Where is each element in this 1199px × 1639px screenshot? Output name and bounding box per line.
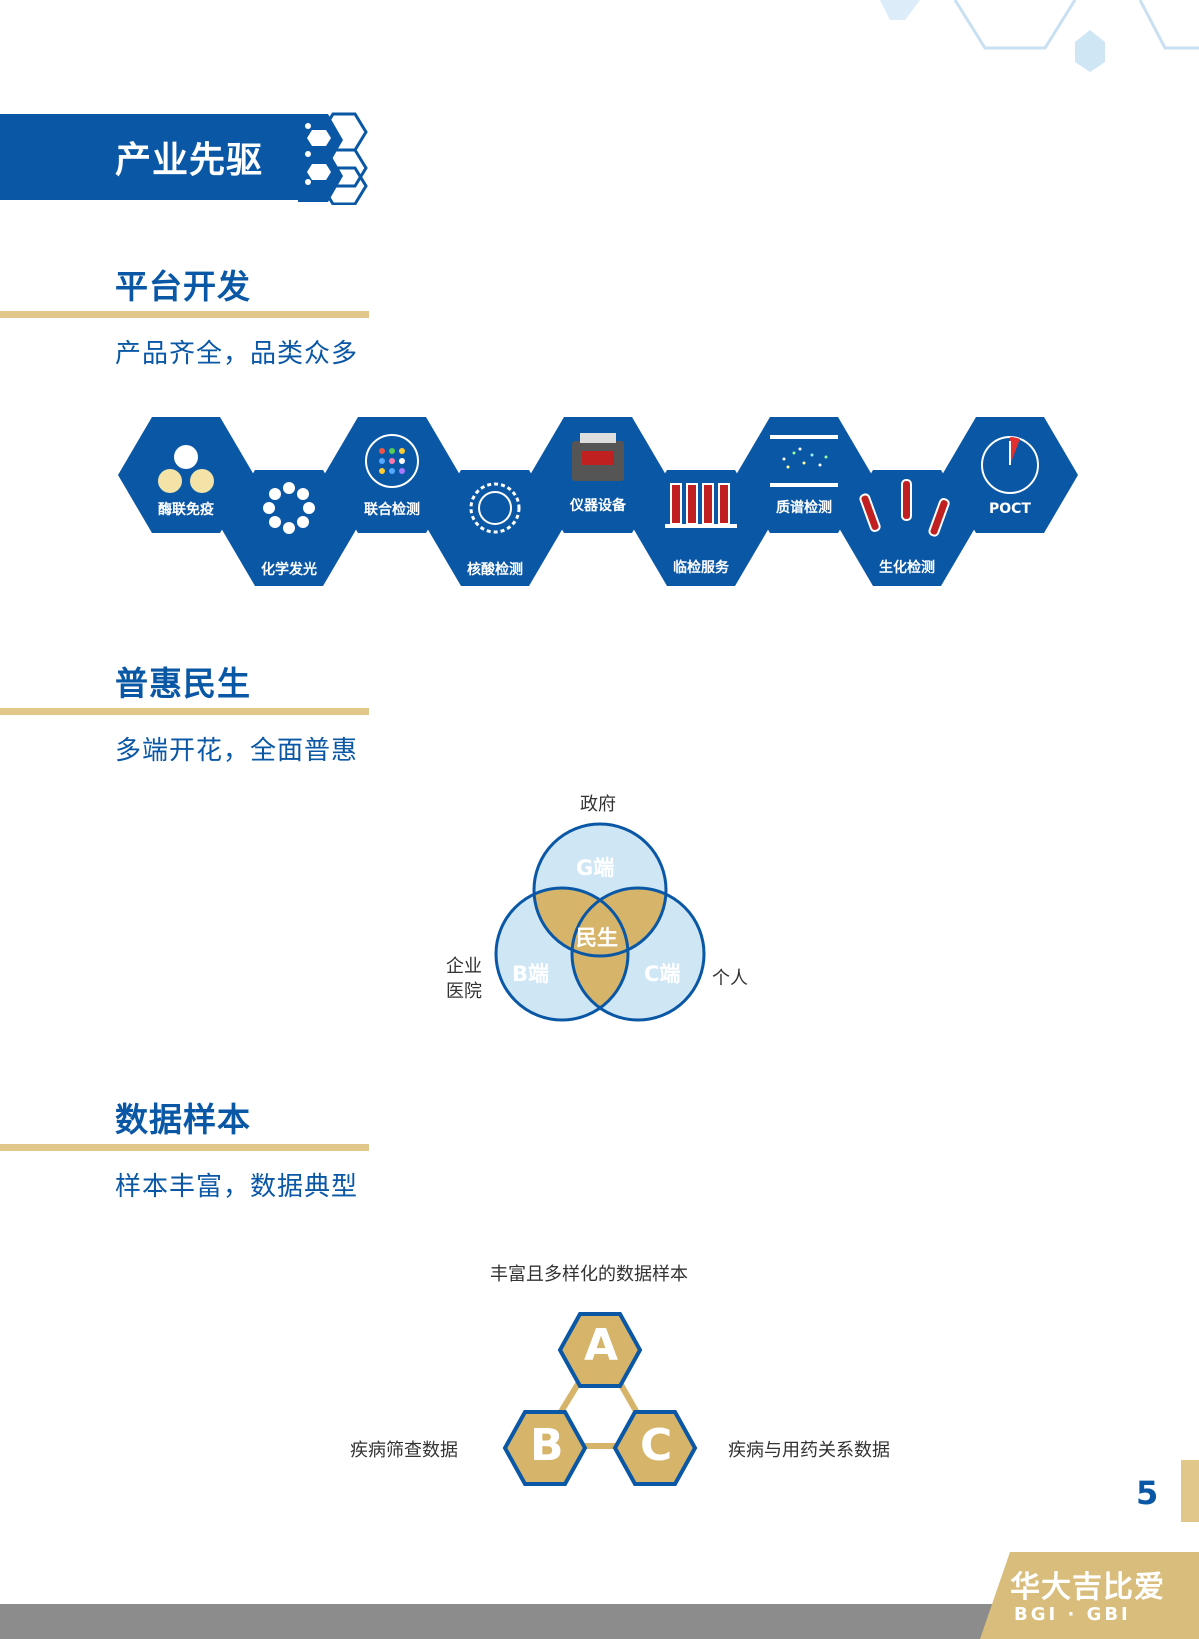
hex-label-combined-test: 联合检测 bbox=[364, 502, 420, 518]
samples-heading: 数据样本 bbox=[115, 1100, 251, 1139]
section-banner-title: 产业先驱 bbox=[115, 140, 264, 181]
product-hexagons bbox=[118, 417, 1078, 586]
platform-divider bbox=[0, 311, 369, 318]
hex-chemiluminescence bbox=[221, 470, 357, 586]
hex-label-instruments: 仪器设备 bbox=[570, 498, 626, 514]
page-number-tab bbox=[1181, 1460, 1199, 1522]
hex-label-poct: POCT bbox=[989, 501, 1031, 517]
hex-label-clinical-services: 临检服务 bbox=[673, 560, 729, 576]
hex-a bbox=[557, 1312, 643, 1388]
venn-g: G端 bbox=[576, 856, 615, 880]
section-banner: 产业先驱 bbox=[0, 114, 298, 200]
left-data-label: 疾病筛查数据 bbox=[350, 1440, 458, 1461]
abc-triangle-diagram bbox=[502, 1312, 698, 1486]
logo-en: BGI · GBI bbox=[1014, 1604, 1131, 1625]
platform-subtitle: 产品齐全，品类众多 bbox=[115, 339, 359, 369]
platform-heading: 平台开发 bbox=[115, 267, 251, 306]
hex-label-biochemical: 生化检测 bbox=[879, 560, 935, 576]
hex-elisa bbox=[118, 417, 254, 533]
welfare-heading: 普惠民生 bbox=[115, 664, 251, 703]
label-b: B bbox=[530, 1420, 564, 1471]
page-number: 5 bbox=[1136, 1474, 1159, 1512]
label-c: C bbox=[640, 1420, 673, 1471]
hex-clinical-services bbox=[633, 470, 769, 586]
venn-top-label: 政府 bbox=[580, 794, 616, 815]
hex-label-elisa: 酶联免疫 bbox=[158, 502, 214, 518]
hex-nucleic-acid bbox=[427, 470, 563, 586]
hex-b bbox=[502, 1410, 588, 1486]
samples-divider bbox=[0, 1144, 369, 1151]
hex-label-mass-spec: 质谱检测 bbox=[776, 500, 832, 516]
decorative-hexagons-top bbox=[880, 0, 1199, 72]
hex-combined-test bbox=[324, 417, 460, 533]
right-data-label: 疾病与用药关系数据 bbox=[728, 1440, 890, 1461]
banner-hexagon-icon bbox=[298, 112, 368, 205]
venn-diagram bbox=[494, 822, 706, 1022]
venn-left-label-1: 企业 bbox=[446, 956, 482, 977]
hex-label-chemiluminescence: 化学发光 bbox=[261, 562, 317, 578]
welfare-divider bbox=[0, 708, 369, 715]
logo-cn: 华大吉比爱 bbox=[1010, 1570, 1165, 1605]
label-a: A bbox=[584, 1320, 619, 1371]
logo-background bbox=[980, 1552, 1199, 1639]
hex-biochemical bbox=[839, 470, 975, 586]
hex-mass-spec bbox=[736, 417, 872, 533]
venn-c: C端 bbox=[644, 962, 681, 986]
venn-b: B端 bbox=[512, 962, 550, 986]
samples-subtitle: 样本丰富，数据典型 bbox=[115, 1172, 359, 1202]
venn-left-label-2: 医院 bbox=[446, 981, 482, 1002]
venn-center: 民生 bbox=[576, 926, 618, 950]
samples-diagram-title: 丰富且多样化的数据样本 bbox=[490, 1264, 688, 1285]
welfare-subtitle: 多端开花，全面普惠 bbox=[115, 736, 359, 766]
hex-c bbox=[612, 1410, 698, 1486]
hex-label-nucleic-acid: 核酸检测 bbox=[467, 562, 523, 578]
hex-poct bbox=[942, 417, 1078, 533]
hex-instruments bbox=[530, 417, 666, 533]
venn-right-label: 个人 bbox=[712, 968, 748, 989]
